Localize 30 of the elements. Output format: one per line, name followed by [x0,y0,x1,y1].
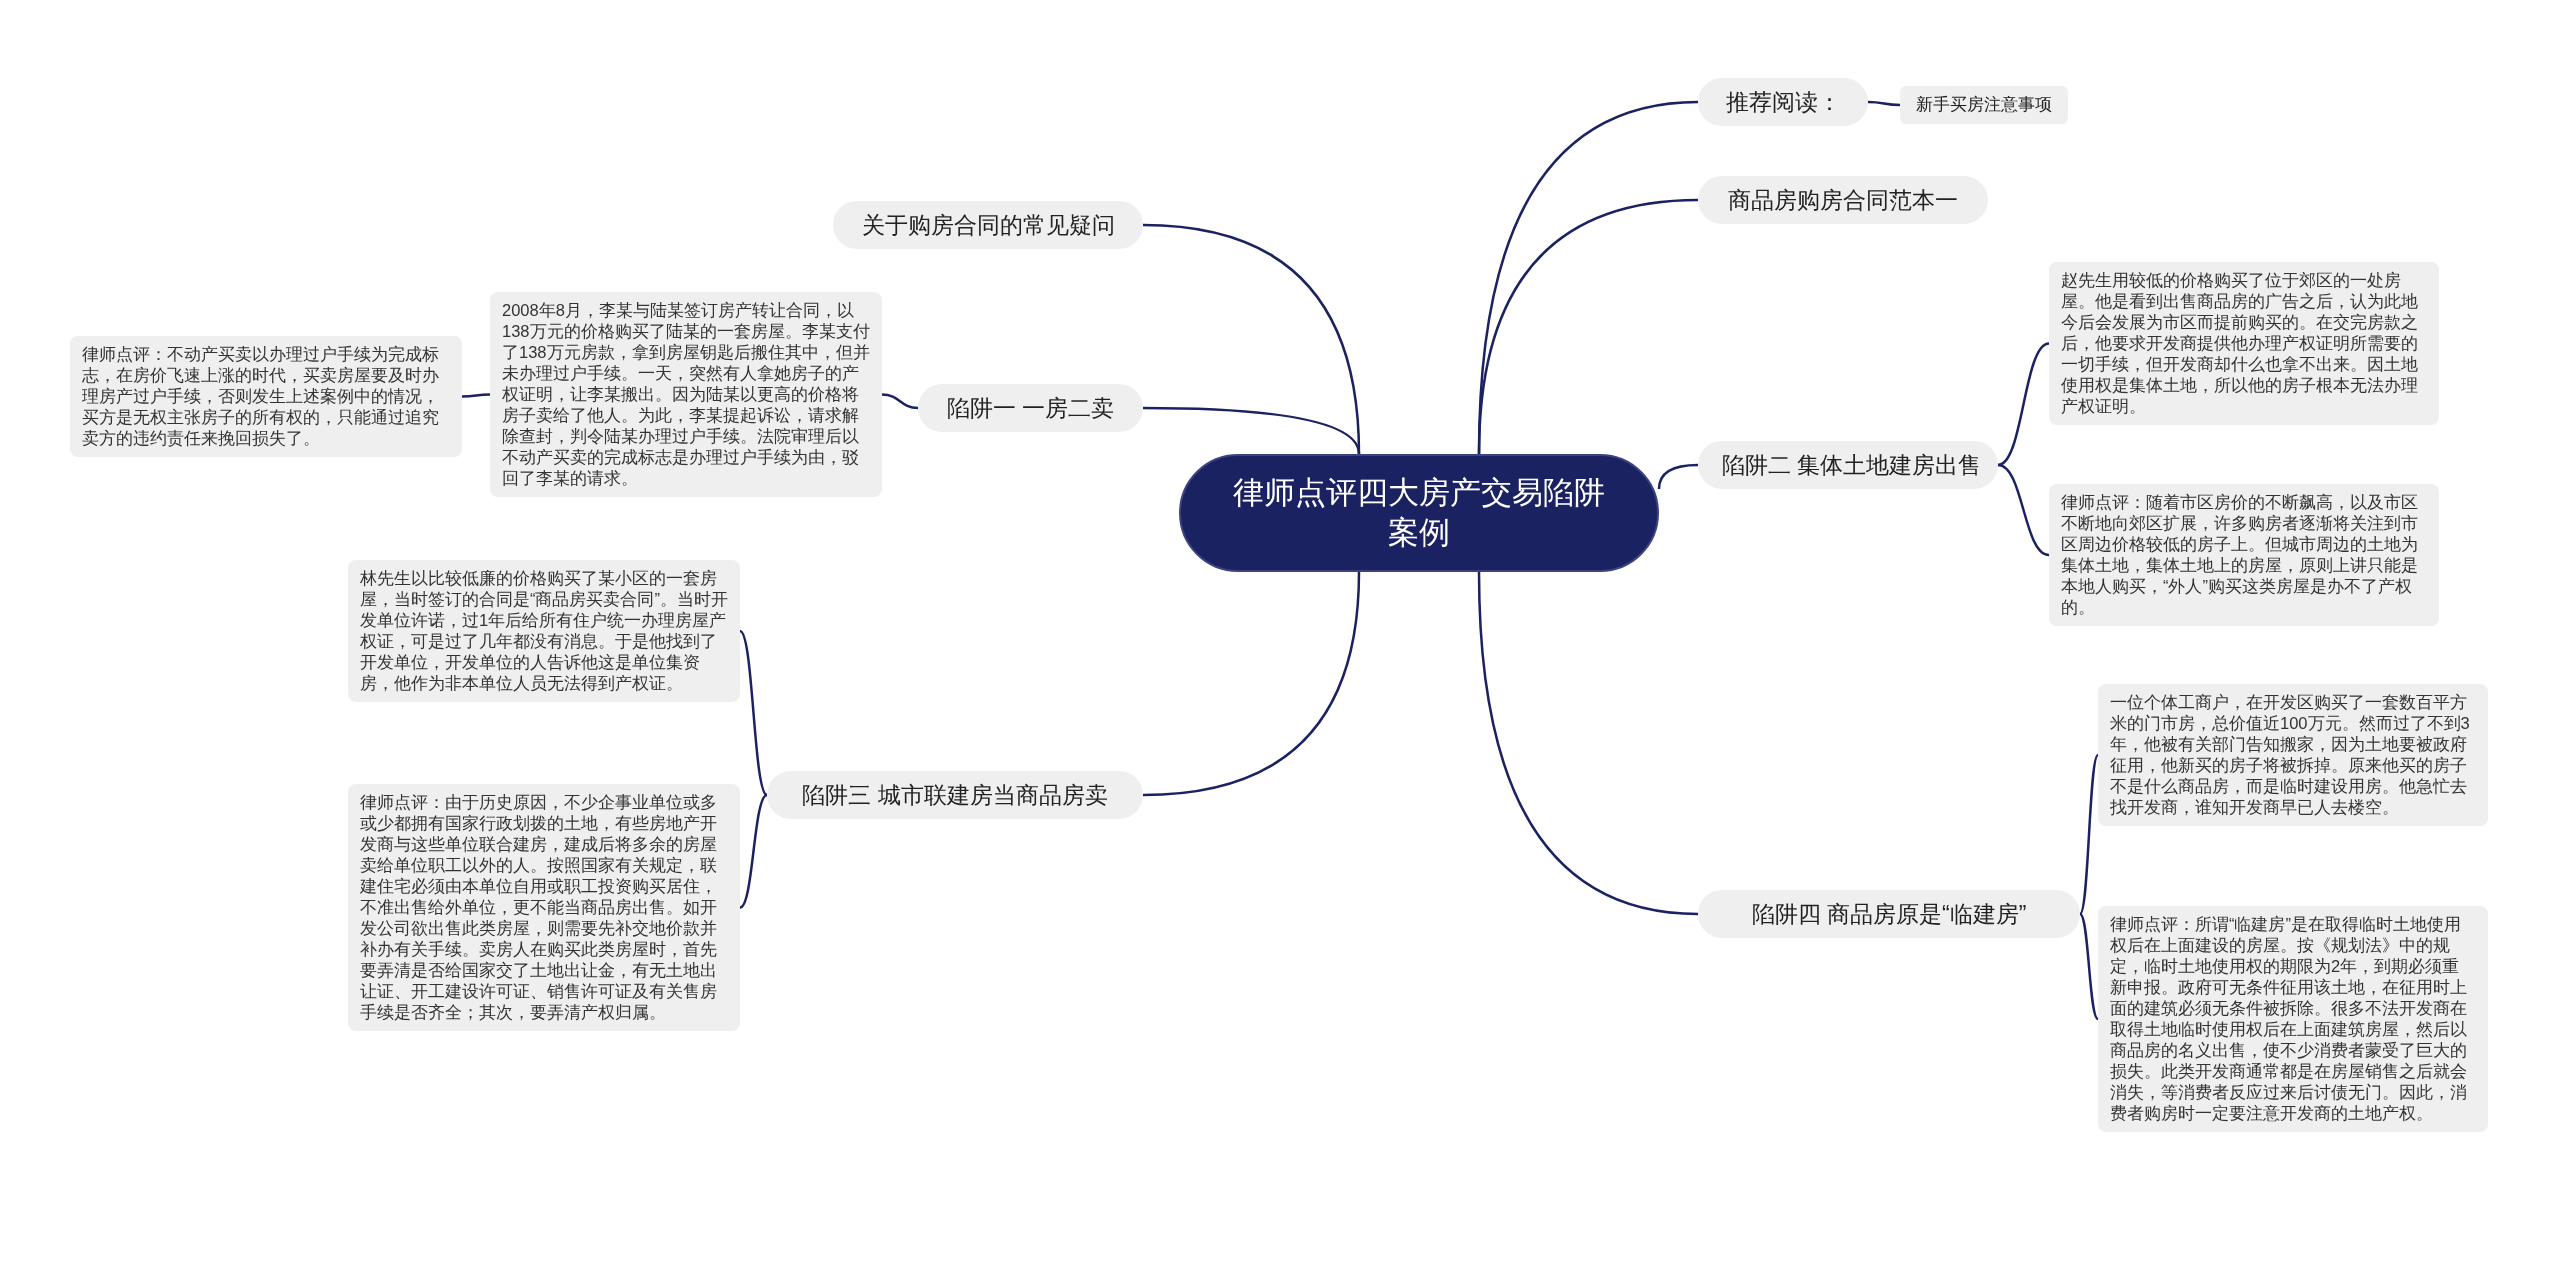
connector-line [1477,198,1699,455]
connector-line [1142,571,1361,797]
branch-topic: 推荐阅读： [1698,78,1868,126]
note-box: 林先生以比较低廉的价格购买了某小区的一套房屋，当时签订的合同是“商品房买卖合同”。当时开发单位许诺，过1年后给所有住户统一办理房屋产权证，可是过了几年都没有消息。于是他找到了开发单位，开发单位的人告诉他这是单位集资房，他作为非本单位人员无法得到产权证。 [348,560,740,702]
branch-topic: 陷阱一 一房二卖 [918,384,1143,432]
branch-topic: 陷阱四 商品房原是“临建房” [1698,890,2080,938]
connector-line [1477,571,1699,916]
connector-line [739,794,768,909]
note-box: 律师点评：随着市区房价的不断飙高，以及市区不断地向郊区扩展，许多购房者逐渐将关注到市区周边价格较低的房子上。但城市周边的土地为集体土地，集体土地上的房屋，原则上讲只能是本地人购买，“外人”购买这类房屋是办不了产权的。 [2049,484,2439,626]
note-box: 律师点评：由于历史原因，不少企事业单位或多或少都拥有国家行政划拨的土地，有些房地产开发商与这些单位联合建房，建成后将多余的房屋卖给单位职工以外的人。按照国家有关规定，联建住宅必须由本单位自用或职工投资购买居住，不准出售给外单位，更不能当商品房出售。如开发公司欲出售此类房屋，则需要先补交地价款并补办有关手续。卖房人在购买此类房屋时，首先要弄清是否给国家交了土地出让金，有无土地出让证、开工建设许可证、销售许可证及有关售房手续是否齐全；其次，要弄清产权归属。 [348,784,740,1031]
connector-line [881,393,919,410]
connector-line [739,630,768,796]
connector-line [1867,100,1901,107]
connector-line [1143,406,1361,455]
connector-line [1997,342,2050,467]
connector-line [462,393,490,398]
branch-topic: 陷阱三 城市联建房当商品房卖 [767,771,1143,819]
connector-line [2079,913,2099,1020]
branch-topic: 商品房购房合同范本一 [1698,176,1988,224]
branch-topic: 陷阱二 集体土地建房出售 [1698,441,1998,489]
central-topic: 律师点评四大房产交易陷阱案例 [1179,454,1659,572]
note-box: 律师点评：不动产买卖以办理过户手续为完成标志，在房价飞速上涨的时代，买卖房屋要及时办理房产过户手续，否则发生上述案例中的情况，买方是无权主张房子的所有权的，只能通过追究卖方的违约责任来挽回损失了。 [70,336,462,457]
note-box: 一位个体工商户，在开发区购买了一套数百平方米的门市房，总价值近100万元。然而过了不到3年，他被有关部门告知搬家，因为土地要被政府征用，他新买的房子将被拆掉。原来他买的房子不是什么商品房，而是临时建设用房。他急忙去找开发商，谁知开发商早已人去楼空。 [2098,684,2488,826]
connector-line [1657,463,1699,490]
branch-topic: 关于购房合同的常见疑问 [833,201,1143,249]
subtopic: 新手买房注意事项 [1900,86,2068,124]
note-box: 赵先生用较低的价格购买了位于郊区的一处房屋。他是看到出售商品房的广告之后，认为此地今后会发展为市区而提前购买的。在交完房款之后，他要求开发商提供他办理产权证明所需要的一切手续，但开发商却什么也拿不出来。因土地使用权是集体土地，所以他的房子根本无法办理产权证明。 [2049,262,2439,425]
note-box: 2008年8月，李某与陆某签订房产转让合同，以138万元的价格购买了陆某的一套房屋。李某支付了138万元房款，拿到房屋钥匙后搬住其中，但并未办理过户手续。一天，突然有人拿她房子的产权证明，让李某搬出。因为陆某以更高的价格将房子卖给了他人。为此，李某提起诉讼，请求解除查封，判令陆某办理过户手续。法院审理后以不动产买卖的完成标志是办理过户手续为由，驳回了李某的请求。 [490,292,882,497]
connector-line [1997,463,2050,557]
note-box: 律师点评：所谓“临建房”是在取得临时土地使用权后在上面建设的房屋。按《规划法》中的规定，临时土地使用权的期限为2年，到期必须重新申报。政府可无条件征用该土地，在征用时上面的建筑必须无条件被拆除。很多不法开发商在取得土地临时使用权后在上面建筑房屋，然后以商品房的名义出售，使不少消费者蒙受了巨大的损失。此类开发商通常都是在房屋销售之后就会消失，等消费者反应过来后讨债无门。因此，消费者购房时一定要注意开发商的土地产权。 [2098,906,2488,1132]
